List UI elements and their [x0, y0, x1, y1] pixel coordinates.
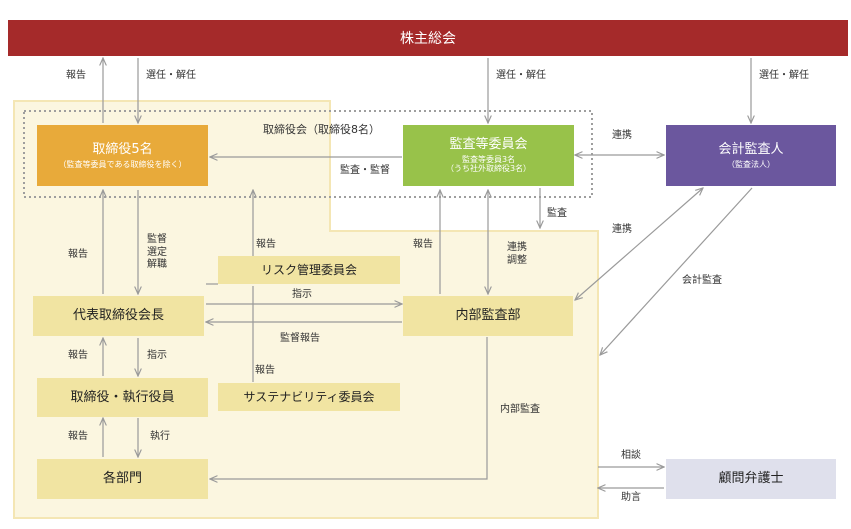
president-box: 代表取締役会長 — [33, 296, 204, 336]
departments-box: 各部門 — [37, 459, 208, 499]
label-instruction-audit: 指示 — [292, 289, 312, 300]
shareholders-meeting-bar: 株主総会 — [8, 20, 848, 56]
label-audit-supervise: 監査・監督 — [340, 165, 390, 176]
label-supervisory-report: 監督報告 — [280, 333, 320, 344]
accounting-auditor-box: 会計監査人 （監査法人） — [666, 125, 836, 186]
audit-committee-line1: 監査等委員3名 — [461, 154, 516, 164]
label-elect-dismiss-audit: 選任・解任 — [496, 70, 546, 81]
sustainability-committee-box: サステナビリティ委員会 — [218, 383, 400, 411]
label-report-risk: 報告 — [256, 239, 276, 250]
label-report-internal-audit: 報告 — [413, 239, 433, 250]
accounting-auditor-title: 会計監査人 — [718, 141, 784, 157]
label-report-exec: 報告 — [68, 350, 88, 361]
label-report-dept: 報告 — [68, 431, 88, 442]
directors-box: 取締役5名 （監査等委員である取締役を除く） — [37, 125, 208, 186]
label-report-sustainability: 報告 — [255, 365, 275, 376]
label-accounting-audit: 会計監査 — [682, 275, 722, 286]
arrow-coordination-right — [575, 188, 703, 300]
label-audit-down: 監査 — [547, 208, 567, 219]
label-internal-audit: 内部監査 — [500, 404, 540, 415]
executives-box: 取締役・執行役員 — [37, 378, 208, 417]
internal-audit-dept-box: 内部監査部 — [403, 296, 573, 336]
label-elect-dismiss-directors: 選任・解任 — [146, 70, 196, 81]
audit-committee-box: 監査等委員会 監査等委員3名 （うち社外取締役3名） — [403, 125, 574, 186]
label-coordination-right: 連携 — [612, 224, 632, 235]
audit-committee-title: 監査等委員会 — [449, 137, 528, 153]
label-instruction-exec: 指示 — [147, 350, 167, 361]
arrow-accounting-audit — [600, 187, 753, 355]
label-supervise-select-dismiss: 監督 選定 解職 — [147, 234, 167, 270]
board-label: 取締役会（取締役8名） — [263, 123, 380, 136]
label-consultation: 相談 — [621, 450, 641, 461]
label-report-president-board: 報告 — [68, 249, 88, 260]
accounting-auditor-subtitle: （監査法人） — [727, 159, 775, 169]
label-advice: 助言 — [621, 492, 641, 503]
label-elect-dismiss-auditor: 選任・解任 — [759, 70, 809, 81]
arrow-internal-audit — [210, 337, 488, 479]
label-report-to-shareholders: 報告 — [66, 70, 86, 81]
label-execution: 執行 — [150, 431, 170, 442]
risk-committee-box: リスク管理委員会 — [218, 256, 400, 284]
directors-subtitle: （監査等委員である取締役を除く） — [58, 159, 187, 169]
audit-committee-line2: （うち社外取締役3名） — [445, 164, 532, 174]
legal-advisor-box: 顧問弁護士 — [666, 459, 836, 499]
label-coordination-top: 連携 — [612, 130, 632, 141]
label-coordinate-adjust: 連携 調整 — [507, 242, 527, 266]
directors-title: 取締役5名 — [92, 141, 153, 157]
